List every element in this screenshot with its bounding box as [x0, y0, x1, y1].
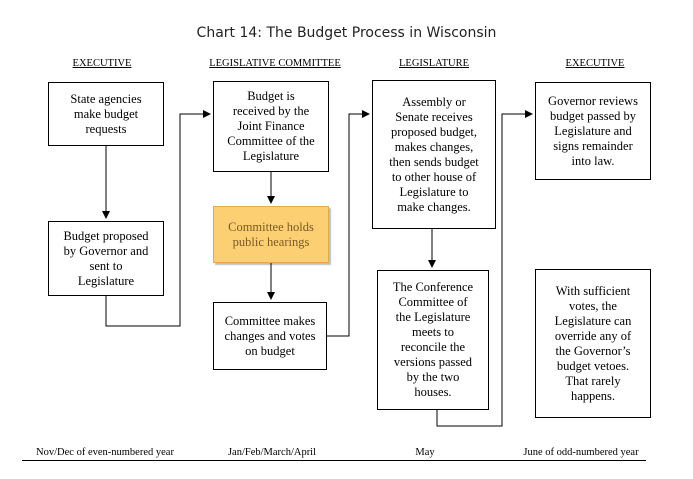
chart-title: Chart 14: The Budget Process in Wisconsi…: [196, 25, 497, 41]
committee-changes-box: Committee makes changes and votes on bud…: [213, 302, 327, 370]
assembly-senate-box: Assembly or Senate receives proposed bud…: [372, 80, 496, 229]
governor-proposal-text: Budget proposed by Governor and sent to …: [63, 228, 149, 288]
timeline-label-may: May: [415, 447, 435, 458]
timeline-label-june: June of odd-numbered year: [523, 447, 639, 458]
column-heading-executive-2: EXECUTIVE: [565, 58, 625, 69]
governor-review-text: Governor reviews budget passed by Legisl…: [548, 93, 638, 168]
public-hearings-box: Committee holds public hearings: [213, 206, 329, 263]
state-agencies-box: State agencies make budget requests: [48, 82, 164, 146]
arrow-changes-to-legislature: [327, 110, 370, 337]
jfc-receives-text: Budget is received by the Joint Finance …: [227, 89, 315, 163]
column-heading-legislative-committee: LEGISLATIVE COMMITTEE: [209, 58, 341, 69]
assembly-senate-text: Assembly or Senate receives proposed bud…: [389, 94, 479, 214]
column-heading-executive-1: EXECUTIVE: [72, 58, 132, 69]
conference-committee-text: The Conference Committee of the Legislat…: [392, 280, 474, 399]
governor-review-box: Governor reviews budget passed by Legisl…: [535, 82, 651, 180]
jfc-receives-box: Budget is received by the Joint Finance …: [213, 81, 329, 172]
veto-override-box: With sufficient votes, the Legislature c…: [535, 269, 651, 418]
timeline-label-jan-apr: Jan/Feb/March/April: [227, 447, 317, 458]
veto-override-text: With sufficient votes, the Legislature c…: [554, 283, 632, 403]
conference-committee-box: The Conference Committee of the Legislat…: [377, 270, 489, 410]
committee-changes-text: Committee makes changes and votes on bud…: [224, 313, 316, 358]
state-agencies-text: State agencies make budget requests: [70, 91, 142, 136]
arrow-governor-to-jfc: [105, 110, 211, 327]
public-hearings-text: Committee holds public hearings: [228, 219, 314, 249]
arrow-conference-to-governor: [436, 110, 533, 427]
timeline-baseline: [22, 460, 646, 461]
column-heading-legislature: LEGISLATURE: [399, 58, 469, 69]
timeline-label-nov-dec: Nov/Dec of even-numbered year: [36, 447, 174, 458]
governor-proposal-box: Budget proposed by Governor and sent to …: [48, 221, 164, 296]
